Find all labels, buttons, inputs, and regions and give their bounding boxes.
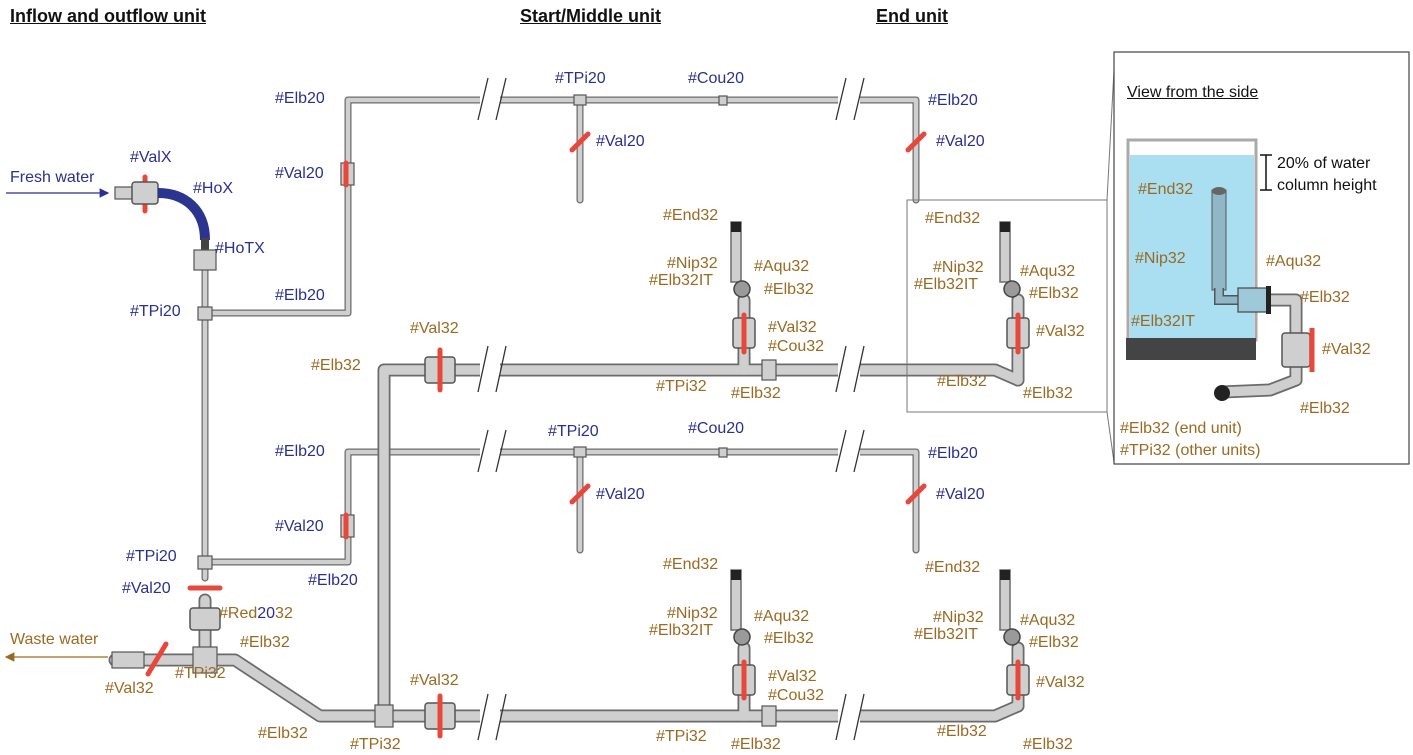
label-elb32-e1b: #Elb32 [1023, 385, 1073, 402]
inset-height-note-1: 20% of water [1277, 155, 1371, 172]
label-elb20-mid-end: #Elb20 [928, 445, 978, 462]
inset-elb32it: #Elb32IT [1131, 313, 1196, 330]
fresh-water-inlet [114, 181, 217, 271]
header-start-middle: Start/Middle unit [520, 6, 661, 26]
label-nip32-e1: #Nip32 [933, 259, 984, 276]
label-elb20-top-end: #Elb20 [928, 92, 978, 109]
label-valx: #ValX [130, 149, 172, 166]
label-tpi20-a: #TPi20 [130, 303, 181, 320]
label-tpi32-u1: #TPi32 [656, 378, 707, 395]
label-elb20-a: #Elb20 [275, 287, 325, 304]
label-val32-u2: #Val32 [768, 668, 817, 685]
label-tpi32-u2: #TPi32 [656, 728, 707, 745]
return-pipes [108, 293, 1025, 723]
inset-val32: #Val32 [1322, 341, 1371, 358]
label-val32-e2: #Val32 [1036, 674, 1085, 691]
label-end32-e2: #End32 [925, 559, 981, 576]
label-nip32-u1: #Nip32 [667, 255, 718, 272]
inset-elb32-top: #Elb32 [1300, 289, 1350, 306]
label-elb32-u2b: #Elb32 [731, 736, 781, 753]
label-end32-u1: #End32 [663, 207, 719, 224]
label-cou20-top: #Cou20 [688, 70, 745, 87]
label-end32-e1: #End32 [925, 210, 981, 227]
label-tpi20-mid: #TPi20 [548, 423, 599, 440]
label-val20-mid: #Val20 [596, 486, 645, 503]
label-elb32it-e2: #Elb32IT [914, 626, 979, 643]
label-val32-ret-top: #Val32 [410, 320, 459, 337]
inset-title: View from the side [1127, 84, 1259, 101]
label-elb32-e2b: #Elb32 [1023, 736, 1073, 753]
label-elb32it-u2: #Elb32IT [649, 622, 714, 639]
label-red2032: #Red2032 [219, 605, 293, 623]
label-elb32-u1: #Elb32 [764, 281, 814, 298]
label-tpi20-top: #TPi20 [555, 70, 606, 87]
label-red-32: 32 [275, 605, 293, 622]
label-nip32-u2: #Nip32 [667, 605, 718, 622]
inset-aqu32: #Aqu32 [1266, 253, 1322, 270]
label-aqu32-e2: #Aqu32 [1020, 612, 1076, 629]
label-val20-c: #Val20 [275, 518, 324, 535]
label-val20-mid-end: #Val20 [936, 486, 985, 503]
header-end-unit: End unit [876, 6, 948, 26]
side-view-inset [1113, 51, 1410, 465]
label-elb32-e1a: #Elb32 [937, 373, 987, 390]
label-elb32it-u1: #Elb32IT [649, 272, 714, 289]
label-red-part: #Red [219, 605, 258, 622]
label-end32-u2: #End32 [663, 556, 719, 573]
label-val32-bl: #Val32 [410, 672, 459, 689]
label-val20-a: #Val20 [275, 165, 324, 182]
standpipes [730, 221, 1021, 646]
label-val20-in: #Val20 [122, 580, 171, 597]
label-val32-e1: #Val32 [1036, 323, 1085, 340]
label-nip32-e2: #Nip32 [933, 609, 984, 626]
label-cou20-mid: #Cou20 [688, 420, 745, 437]
label-elb20-b: #Elb20 [275, 90, 325, 107]
label-tpi20-b: #TPi20 [126, 548, 177, 565]
zoom-box [906, 199, 1108, 413]
label-tpi32-w: #TPi32 [175, 665, 226, 682]
label-aqu32-e1: #Aqu32 [1020, 263, 1076, 280]
inset-nip32: #Nip32 [1135, 250, 1186, 267]
label-elb32-u1b: #Elb32 [731, 385, 781, 402]
waste-water-label: Waste water [10, 631, 99, 648]
label-elb20-d: #Elb20 [308, 572, 358, 589]
label-hotx: #HoTX [215, 240, 265, 257]
label-aqu32-u2: #Aqu32 [754, 608, 810, 625]
label-val32-w: #Val32 [105, 680, 154, 697]
label-elb32-u2: #Elb32 [764, 630, 814, 647]
label-val32-u1: #Val32 [768, 319, 817, 336]
inset-other-note: #TPi32 (other units) [1120, 442, 1261, 459]
label-val20-top-end: #Val20 [936, 133, 985, 150]
label-tpi32-bl: #TPi32 [350, 736, 401, 753]
fresh-water-label: Fresh water [10, 169, 95, 186]
label-elb32-e1: #Elb32 [1029, 285, 1079, 302]
label-val20-top: #Val20 [596, 133, 645, 150]
label-cou32-u2: #Cou32 [768, 687, 825, 704]
label-elb32-ret-top: #Elb32 [311, 357, 361, 374]
inset-height-note-2: column height [1277, 177, 1377, 194]
break-marks [477, 77, 865, 741]
label-elb32-bl: #Elb32 [258, 725, 308, 742]
label-elb32it-e1: #Elb32IT [914, 276, 979, 293]
waste-outlet [111, 651, 145, 669]
label-cou32-u1: #Cou32 [768, 338, 825, 355]
label-elb20-c: #Elb20 [275, 443, 325, 460]
header-inflow-outflow: Inflow and outflow unit [10, 6, 206, 26]
label-hox: #HoX [193, 180, 234, 197]
label-red-20: 20 [257, 605, 276, 622]
label-elb32-w: #Elb32 [240, 634, 290, 651]
label-elb32-e2: #Elb32 [1029, 634, 1079, 651]
label-elb32-e2a: #Elb32 [937, 723, 987, 740]
label-aqu32-u1: #Aqu32 [754, 258, 810, 275]
inset-end32: #End32 [1138, 181, 1194, 198]
inset-end-note: #Elb32 (end unit) [1120, 420, 1242, 437]
inset-elb32-bottom: #Elb32 [1300, 400, 1350, 417]
